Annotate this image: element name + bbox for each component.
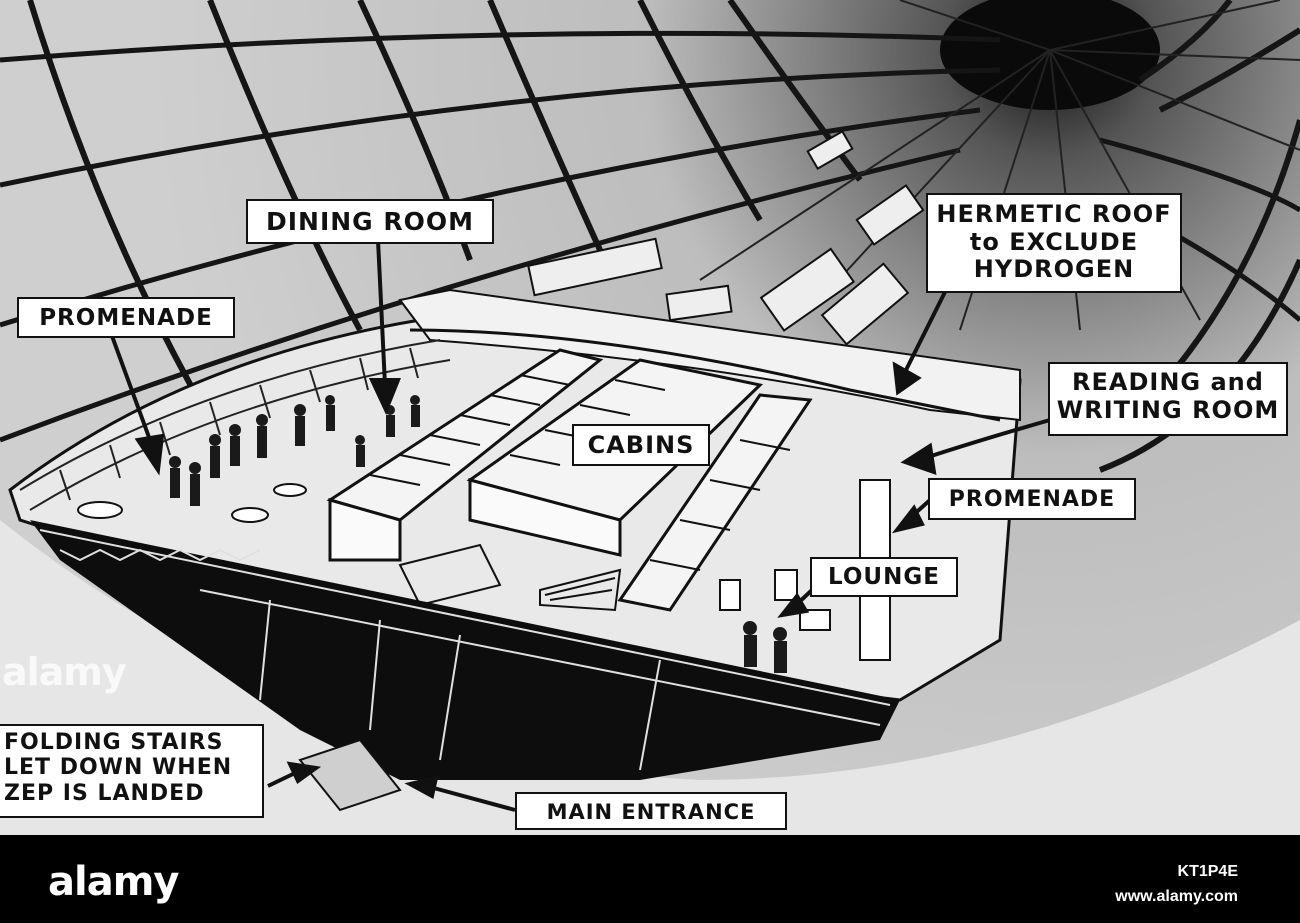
label-reading-line1: READING and bbox=[1072, 368, 1264, 396]
label-folding-line3: ZEP IS LANDED bbox=[4, 780, 205, 806]
leader-arrows bbox=[110, 239, 1051, 812]
gas-tanks bbox=[527, 129, 925, 346]
illustration: DINING ROOM PROMENADE HERMETIC ROOF to E… bbox=[0, 0, 1300, 835]
footer-bar: alamy KT1P4E www.alamy.com bbox=[0, 835, 1300, 923]
label-folding-line1: FOLDING STAIRS bbox=[4, 730, 224, 755]
label-hermetic-line2: to EXCLUDE bbox=[969, 227, 1139, 256]
label-main-entrance: MAIN ENTRANCE bbox=[515, 792, 787, 830]
label-hermetic-roof: HERMETIC ROOF to EXCLUDE HYDROGEN bbox=[926, 193, 1182, 293]
folding-stairs bbox=[298, 738, 402, 812]
brand-logo: alamy bbox=[48, 859, 179, 905]
label-promenade-right: PROMENADE bbox=[928, 478, 1136, 520]
label-promenade-left-text: PROMENADE bbox=[39, 305, 213, 331]
hermetic-roof bbox=[398, 288, 1021, 422]
label-cabins-text: CABINS bbox=[587, 431, 695, 459]
label-reading-line2: WRITING ROOM bbox=[1056, 395, 1280, 424]
label-dining-room-text: DINING ROOM bbox=[265, 207, 475, 236]
label-folding-stairs: FOLDING STAIRS LET DOWN WHEN ZEP IS LAND… bbox=[0, 724, 264, 818]
label-main-entrance-text: MAIN ENTRANCE bbox=[546, 800, 756, 824]
label-reading-writing-room: READING and WRITING ROOM bbox=[1048, 362, 1288, 436]
image-id: KT1P4E bbox=[1177, 863, 1238, 880]
label-lounge: LOUNGE bbox=[810, 557, 958, 597]
label-lounge-text: LOUNGE bbox=[828, 564, 940, 590]
label-promenade-left: PROMENADE bbox=[17, 297, 235, 338]
label-hermetic-line3: HYDROGEN bbox=[973, 255, 1135, 284]
label-dining-room: DINING ROOM bbox=[246, 199, 494, 244]
label-cabins: CABINS bbox=[572, 424, 710, 466]
site-url: www.alamy.com bbox=[1115, 888, 1238, 905]
cabin-partitions bbox=[369, 374, 791, 571]
passenger-figures bbox=[169, 395, 787, 673]
label-hermetic-line1: HERMETIC ROOF bbox=[936, 200, 1172, 228]
label-folding-line2: LET DOWN WHEN bbox=[4, 755, 233, 781]
lower-keel bbox=[30, 520, 900, 780]
stairwell bbox=[398, 543, 622, 612]
converging-lines bbox=[699, 0, 1300, 331]
dining-tables bbox=[77, 483, 307, 523]
watermark: alamy bbox=[2, 650, 127, 694]
label-promenade-right-text: PROMENADE bbox=[948, 487, 1116, 512]
keel-truss bbox=[39, 529, 891, 771]
